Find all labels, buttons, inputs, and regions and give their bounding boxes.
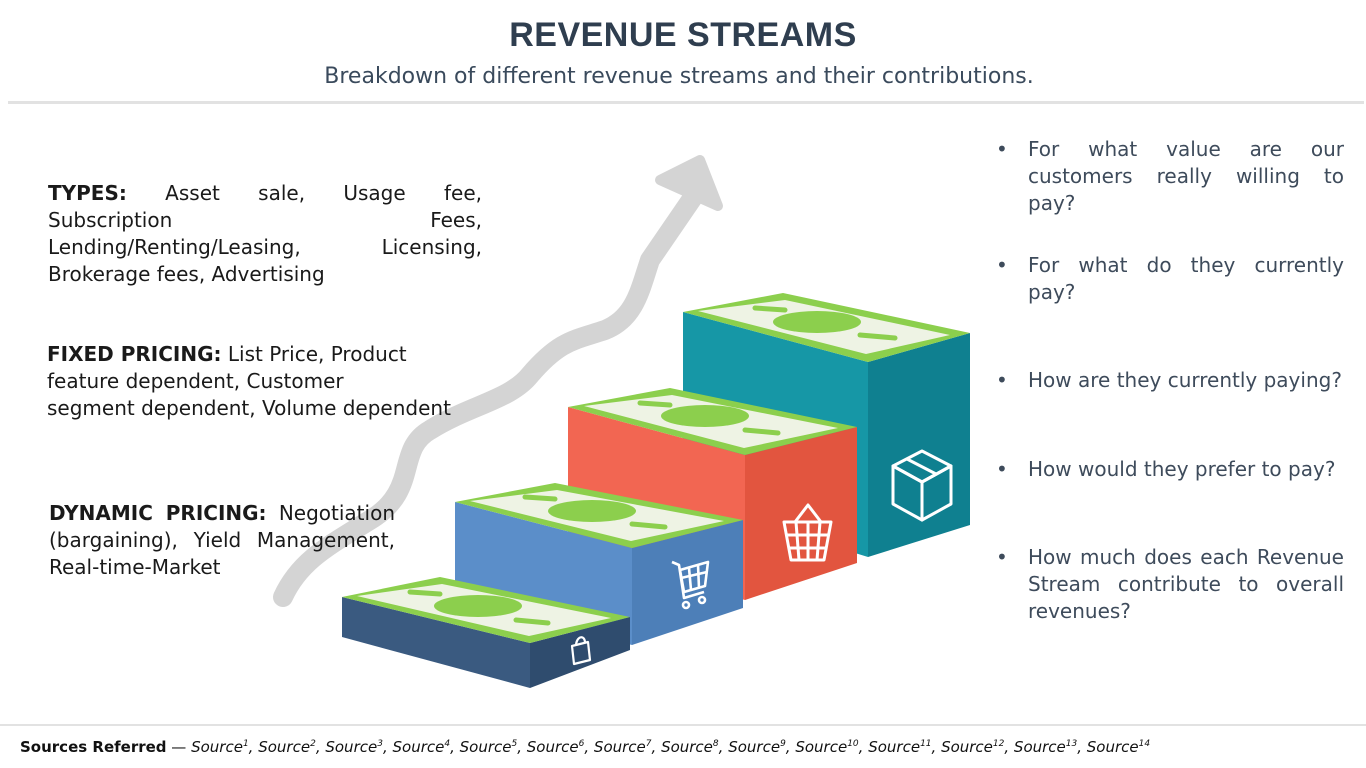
page-subtitle: Breakdown of different revenue streams a…	[324, 64, 1034, 89]
source-link[interactable]: Source3	[325, 738, 383, 756]
source-link[interactable]: Source9	[728, 738, 786, 756]
types-label: TYPES:	[48, 181, 127, 205]
revenue-step-1	[342, 577, 630, 688]
package-box-icon	[891, 449, 953, 522]
bullet-icon: •	[996, 253, 1008, 277]
fixed-pricing-label: FIXED PRICING:	[47, 342, 222, 366]
sources-dash: —	[166, 738, 192, 756]
bullet-icon: •	[996, 545, 1008, 569]
question-item: •For what value are our customers really…	[996, 137, 1344, 215]
types-text: Asset sale, Usage fee, Subscription Fees…	[48, 181, 482, 286]
bullet-icon: •	[996, 457, 1008, 481]
shopping-bag-icon	[570, 636, 592, 666]
source-link[interactable]: Source2	[258, 738, 316, 756]
bullet-icon: •	[996, 137, 1008, 161]
header-divider	[8, 101, 1364, 104]
page-title: REVENUE STREAMS	[509, 16, 857, 54]
source-link[interactable]: Source14	[1086, 738, 1151, 756]
source-link[interactable]: Source12	[941, 738, 1005, 756]
sources-footer: Sources Referred — Source1, Source2, Sou…	[20, 738, 1150, 756]
sources-list: Source1, Source2, Source3, Source4, Sour…	[191, 738, 1151, 756]
growth-arrow-icon	[273, 155, 723, 607]
fixed-pricing-text-line2: segment dependent, Volume dependent	[47, 396, 451, 420]
types-block: TYPES: Asset sale, Usage fee, Subscripti…	[48, 180, 482, 288]
sources-label: Sources Referred	[20, 738, 167, 756]
fixed-pricing-block: FIXED PRICING: List Price, Product featu…	[47, 341, 485, 422]
source-link[interactable]: Source1	[191, 738, 249, 756]
source-link[interactable]: Source8	[661, 738, 719, 756]
question-item: •How are they currently paying?	[996, 368, 1342, 392]
dynamic-pricing-block: DYNAMIC PRICING: Negotiation (bargaining…	[49, 500, 395, 581]
dynamic-pricing-label: DYNAMIC PRICING:	[49, 501, 267, 525]
bullet-icon: •	[996, 368, 1008, 392]
fixed-pricing-text-line1: List Price, Product feature dependent, C…	[47, 342, 407, 393]
question-item: •How would they prefer to pay?	[996, 457, 1336, 481]
question-item: •For what do they currently pay?	[996, 253, 1344, 304]
footer-divider	[0, 724, 1366, 726]
source-link[interactable]: Source6	[526, 738, 585, 756]
source-link[interactable]: Source13	[1013, 738, 1078, 756]
source-link[interactable]: Source11	[868, 738, 932, 756]
shopping-cart-icon	[671, 560, 710, 610]
source-link[interactable]: Source7	[593, 738, 652, 756]
source-link[interactable]: Source5	[459, 738, 518, 756]
source-link[interactable]: Source4	[392, 738, 451, 756]
shopping-basket-icon	[782, 503, 833, 562]
dynamic-pricing-text: Negotiation (bargaining), Yield Manageme…	[49, 501, 395, 579]
source-link[interactable]: Source10	[795, 738, 859, 756]
question-item: •How much does each Revenue Stream contr…	[996, 545, 1344, 623]
